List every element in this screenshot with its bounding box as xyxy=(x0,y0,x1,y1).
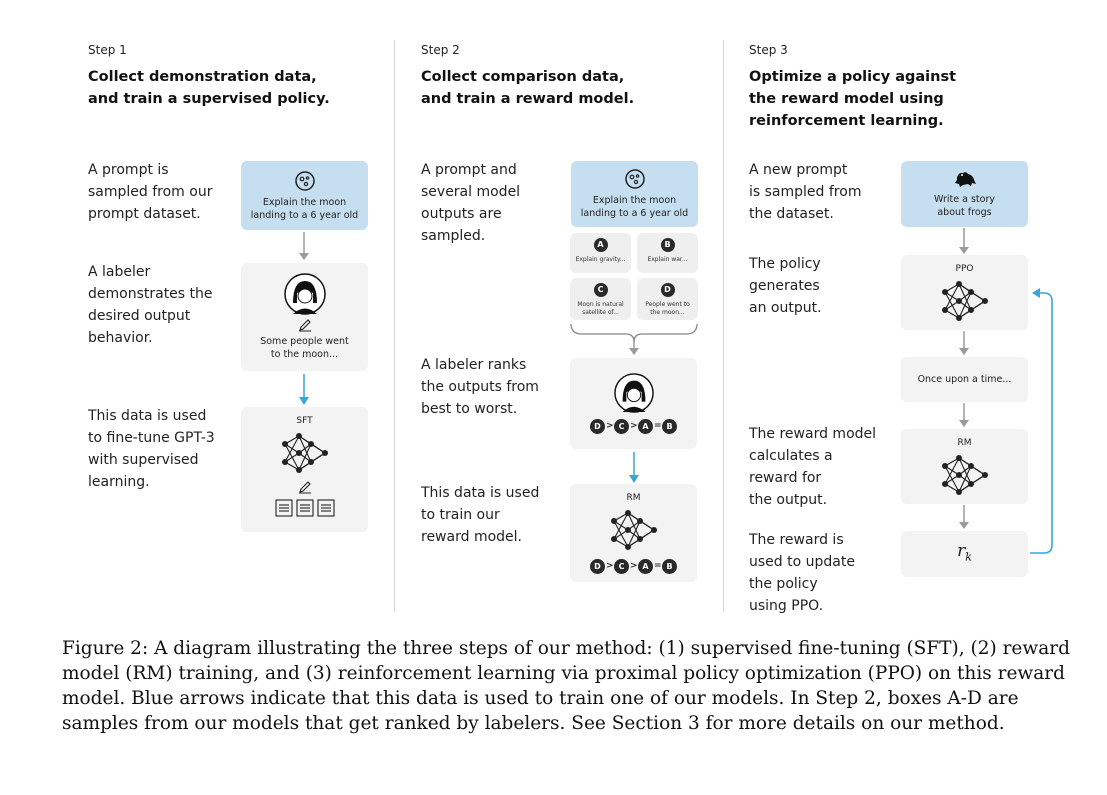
step3-output-box: Once upon a time... xyxy=(901,357,1028,402)
step1-label: Step 1 xyxy=(88,43,127,57)
moon-icon xyxy=(294,170,316,192)
step3-arrow-3 xyxy=(959,403,969,427)
output-box-b: B Explain war... xyxy=(637,233,698,273)
output-box-a: A Explain gravity... xyxy=(570,233,631,273)
step2-blue-arrow xyxy=(629,452,639,483)
neural-network-icon xyxy=(939,280,991,322)
ranking-order: D > C > A = B xyxy=(590,419,677,434)
labeler-avatar-icon xyxy=(613,373,654,413)
rm-ranking-order: D > C > A = B xyxy=(590,559,677,574)
neural-network-icon xyxy=(608,509,660,551)
step1-title: Collect demonstration data,and train a s… xyxy=(88,69,330,107)
pencil-icon xyxy=(298,480,312,494)
step2-bracket-arrow xyxy=(570,323,698,355)
rm-label: RM xyxy=(626,493,641,503)
neural-network-icon xyxy=(939,454,991,496)
divider-1 xyxy=(394,40,395,612)
step3-label: Step 3 xyxy=(749,43,788,57)
documents-icon xyxy=(274,498,336,518)
step1-arrow-1 xyxy=(299,232,309,260)
step1-sft-box: SFT xyxy=(241,407,368,532)
rm-label: RM xyxy=(957,438,972,448)
step2-rm-box: RM D > C > A = B xyxy=(570,484,697,582)
step3-reward-box: rk xyxy=(901,531,1028,577)
step3-arrow-4 xyxy=(959,505,969,529)
frog-icon xyxy=(953,169,977,189)
step1-blue-arrow xyxy=(299,374,309,405)
reward-value: rk xyxy=(957,540,972,564)
ppo-label: PPO xyxy=(955,264,974,274)
step3-ppo-box: PPO xyxy=(901,255,1028,330)
step2-label: Step 2 xyxy=(421,43,460,57)
pencil-icon xyxy=(298,318,312,332)
step2-title: Collect comparison data,and train a rewa… xyxy=(421,69,635,107)
labeler-avatar-icon xyxy=(283,273,326,315)
sft-label: SFT xyxy=(296,416,313,426)
divider-2 xyxy=(723,40,724,612)
step2-ranking-box: D > C > A = B xyxy=(570,358,697,449)
step3-arrow-1 xyxy=(959,228,969,254)
moon-icon xyxy=(624,168,646,190)
figure-caption: Figure 2: A diagram illustrating the thr… xyxy=(62,638,1070,734)
step3-rm-box: RM xyxy=(901,429,1028,504)
step3-arrow-2 xyxy=(959,331,969,355)
neural-network-icon xyxy=(279,432,331,474)
step3-feedback-arrow xyxy=(1030,288,1053,554)
